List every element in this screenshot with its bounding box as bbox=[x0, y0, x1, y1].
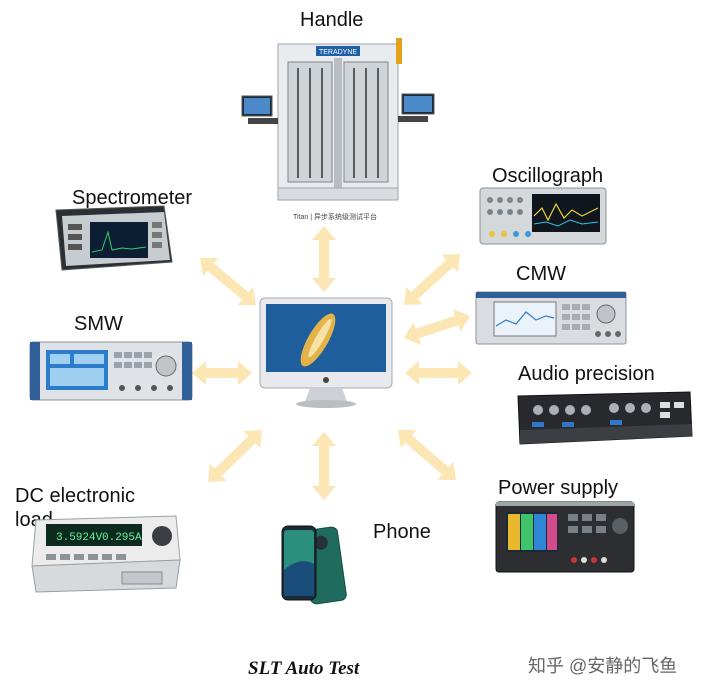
label-power-supply: Power supply bbox=[498, 477, 619, 499]
arrow-audio bbox=[405, 361, 472, 385]
diagram-caption: SLT Auto Test bbox=[248, 658, 360, 679]
dc-load-image[interactable]: 3.5924V 0.295A bbox=[26, 514, 184, 594]
label-phone: Phone bbox=[373, 521, 431, 543]
handler-caption: Titan | 异步系统级测试平台 bbox=[293, 214, 378, 221]
handler-brand-text: TERADYNE bbox=[319, 49, 357, 56]
smw-generator-image[interactable] bbox=[28, 340, 194, 404]
handler-machine-image[interactable]: TERADYNE bbox=[238, 38, 438, 208]
power-supply-image[interactable] bbox=[494, 500, 638, 576]
computer-image[interactable] bbox=[258, 296, 394, 410]
dc-current-readout: 0.295A bbox=[102, 532, 142, 544]
arrow-smw bbox=[192, 361, 252, 385]
spectrometer-image[interactable] bbox=[52, 202, 176, 274]
label-audio-precision: Audio precision bbox=[518, 363, 655, 385]
oscilloscope-image[interactable] bbox=[478, 186, 608, 248]
arrow-phone bbox=[312, 432, 336, 500]
label-handle: Handle bbox=[300, 9, 364, 31]
label-smw: SMW bbox=[74, 313, 123, 335]
arrow-handle bbox=[312, 226, 336, 292]
audio-analyzer-image[interactable] bbox=[514, 390, 694, 450]
arrow-dc-load bbox=[208, 430, 262, 482]
dc-voltage-readout: 3.5924V bbox=[56, 532, 103, 544]
phone-image[interactable] bbox=[276, 520, 350, 612]
label-oscillograph: Oscillograph bbox=[492, 165, 604, 187]
cmw-tester-image[interactable] bbox=[474, 290, 628, 346]
arrow-power bbox=[398, 430, 456, 480]
arrow-oscillograph bbox=[404, 254, 460, 305]
label-spectrometer: Spectrometer bbox=[72, 187, 193, 209]
arrow-cmw bbox=[404, 309, 470, 345]
apple-logo-icon bbox=[323, 377, 329, 383]
arrow-spectrometer bbox=[200, 257, 256, 306]
label-cmw: CMW bbox=[516, 263, 566, 285]
watermark: 知乎 @安静的飞鱼 bbox=[528, 656, 678, 676]
